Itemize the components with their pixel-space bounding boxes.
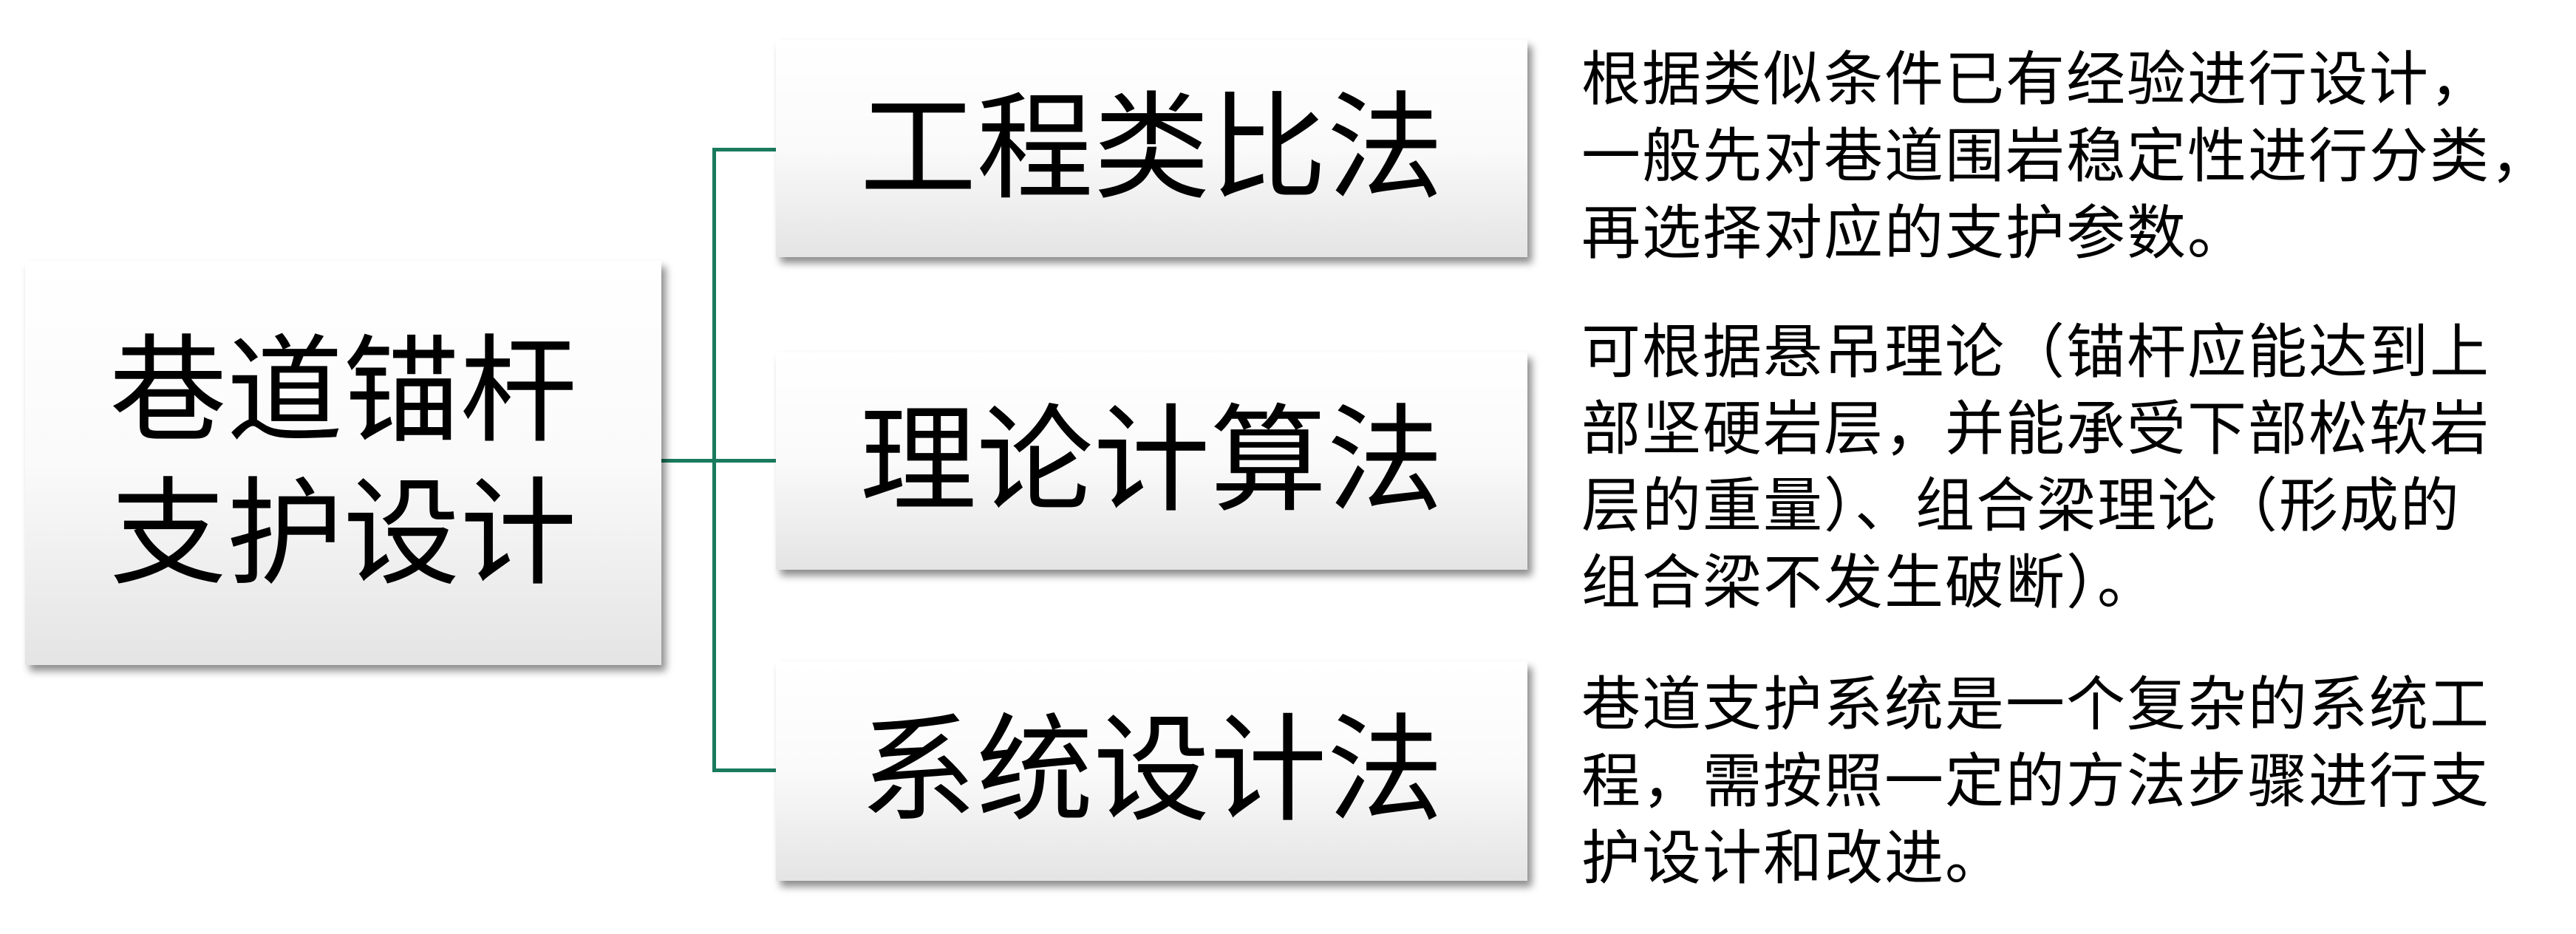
root-label: 巷道锚杆 支护设计 [109, 323, 577, 602]
description-line: 一般先对巷道围岩稳定性进行分类， [1581, 122, 2551, 191]
description-line: 根据类似条件已有经验进行设计， [1581, 45, 2490, 114]
method-node-engineering-analogy: 工程类比法 [776, 40, 1527, 257]
method-node-system-design: 系统设计法 [776, 661, 1527, 881]
description-theoretical-calculation: 可根据悬吊理论（锚杆应能达到上 部坚硬岩层，并能承受下部松软岩 层的重量）、组合… [1581, 314, 2576, 621]
method-label: 工程类比法 [859, 80, 1444, 217]
connector-branch-1 [712, 148, 777, 151]
description-line: 巷道支护系统是一个复杂的系统工 [1581, 670, 2490, 739]
description-line: 组合梁不发生破断）。 [1581, 548, 2158, 617]
method-label: 系统设计法 [859, 703, 1444, 839]
description-line: 再选择对应的支护参数。 [1581, 199, 2248, 267]
connector-root [661, 459, 715, 463]
description-line: 可根据悬吊理论（锚杆应能达到上 [1581, 318, 2490, 386]
connector-branch-2 [712, 459, 777, 463]
description-line: 程，需按照一定的方法步骤进行支 [1581, 747, 2490, 816]
description-system-design: 巷道支护系统是一个复杂的系统工 程，需按照一定的方法步骤进行支 护设计和改进。 [1581, 667, 2576, 897]
root-node: 巷道锚杆 支护设计 [25, 261, 661, 665]
description-line: 护设计和改进。 [1581, 824, 2006, 893]
description-engineering-analogy: 根据类似条件已有经验进行设计， 一般先对巷道围岩稳定性进行分类， 再选择对应的支… [1581, 41, 2576, 272]
description-line: 部坚硬岩层，并能承受下部松软岩 [1581, 395, 2490, 463]
method-node-theoretical-calculation: 理论计算法 [776, 352, 1527, 570]
description-line: 层的重量）、组合梁理论（形成的 [1581, 471, 2461, 540]
method-label: 理论计算法 [859, 392, 1444, 529]
connector-branch-3 [712, 768, 777, 772]
